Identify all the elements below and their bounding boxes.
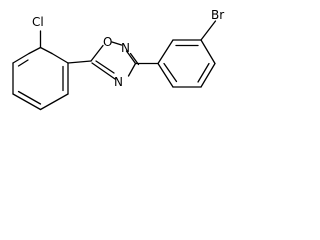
- bond-c3-n4: [127, 62, 137, 77]
- oxadiazole-ring: [90, 41, 159, 80]
- bond-ring-a-6: [12, 52, 30, 64]
- bond-ring-b-4: [200, 62, 216, 88]
- bond-ring-a-inner-3: [17, 59, 29, 67]
- bond-ring-b-inner-3: [163, 62, 178, 83]
- bond-ring-a-top-right: [39, 46, 53, 55]
- bond-n4-c5-double: [95, 60, 115, 74]
- bond-c5-o1: [90, 44, 104, 62]
- bond-n2-c3: [125, 50, 137, 65]
- bond-ring-b-inner-2: [197, 62, 210, 83]
- atom-label-o: O: [103, 35, 112, 49]
- bromophenyl-ring: [157, 20, 217, 88]
- bond-o1-n2: [111, 41, 123, 46]
- atom-label-n2: N: [121, 41, 130, 55]
- bond-ring-a-1: [51, 52, 69, 64]
- atom-label-br: Br: [211, 8, 224, 22]
- bond-ring-b-3: [200, 39, 216, 65]
- bond-ring-a-inner-2: [17, 90, 42, 105]
- bond-ring-a-to-oxadiazole: [67, 60, 92, 64]
- chlorophenyl-ring: [12, 30, 92, 111]
- bond-n2-c3-double: [129, 52, 140, 66]
- atom-label-n4: N: [114, 75, 123, 89]
- molecule-structure: Cl O N N Br: [12, 8, 224, 111]
- atom-label-cl: Cl: [32, 15, 44, 29]
- bond-ring-b-1: [157, 39, 174, 65]
- bond-ring-a-4: [12, 93, 42, 111]
- bond-n4-c5: [91, 62, 116, 80]
- bond-ring-a-3: [39, 93, 69, 111]
- bond-c-br: [200, 20, 217, 41]
- bond-ring-b-6: [157, 62, 174, 88]
- bond-ring-a-top-left: [28, 46, 42, 55]
